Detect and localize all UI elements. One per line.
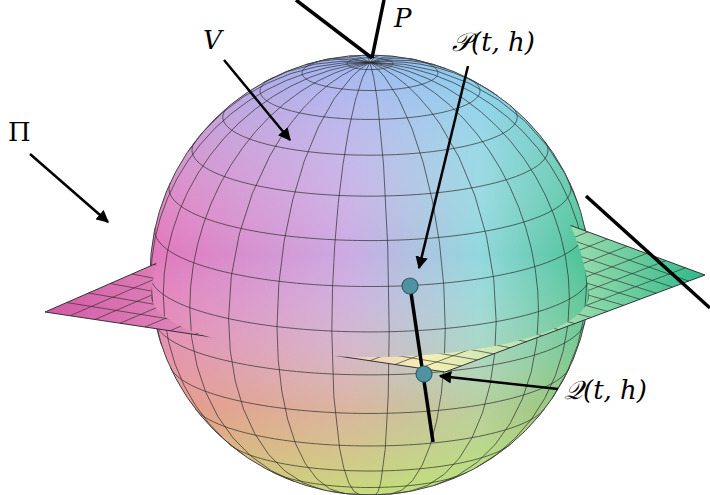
point bbox=[416, 366, 432, 382]
sphere-grid bbox=[150, 55, 590, 495]
point bbox=[402, 278, 418, 294]
sphere bbox=[150, 55, 590, 495]
line bbox=[586, 196, 710, 308]
plane-label: Π bbox=[8, 118, 31, 147]
leader-arrow bbox=[440, 376, 558, 389]
leader-arrow bbox=[224, 60, 290, 140]
sphere-grid bbox=[150, 55, 590, 495]
line bbox=[296, 0, 372, 58]
sphere-shade bbox=[150, 55, 590, 495]
label-anchor: 𝒬(t, h) bbox=[564, 376, 647, 405]
label-anchor: Π bbox=[8, 118, 31, 147]
sphere-fill bbox=[150, 55, 590, 495]
label-anchor: 𝒫(t, h) bbox=[452, 28, 535, 57]
volume-label: V bbox=[203, 26, 222, 55]
point-label: P bbox=[394, 4, 412, 33]
point-label: 𝒫(t, h) bbox=[452, 28, 535, 57]
leader-arrow bbox=[419, 66, 468, 268]
sphere-fill bbox=[150, 55, 590, 495]
line bbox=[372, 0, 384, 58]
leader-arrow bbox=[30, 154, 108, 222]
sphere-outline bbox=[150, 55, 590, 495]
label-anchor: V bbox=[203, 26, 222, 55]
sphere-upper bbox=[150, 55, 590, 495]
leaders bbox=[30, 60, 558, 389]
label-anchor: P bbox=[394, 4, 412, 33]
sphere-outline bbox=[150, 55, 590, 495]
lines bbox=[296, 0, 710, 442]
sphere-shade bbox=[150, 55, 590, 495]
line bbox=[410, 286, 433, 442]
point-label: 𝒬(t, h) bbox=[564, 376, 647, 405]
